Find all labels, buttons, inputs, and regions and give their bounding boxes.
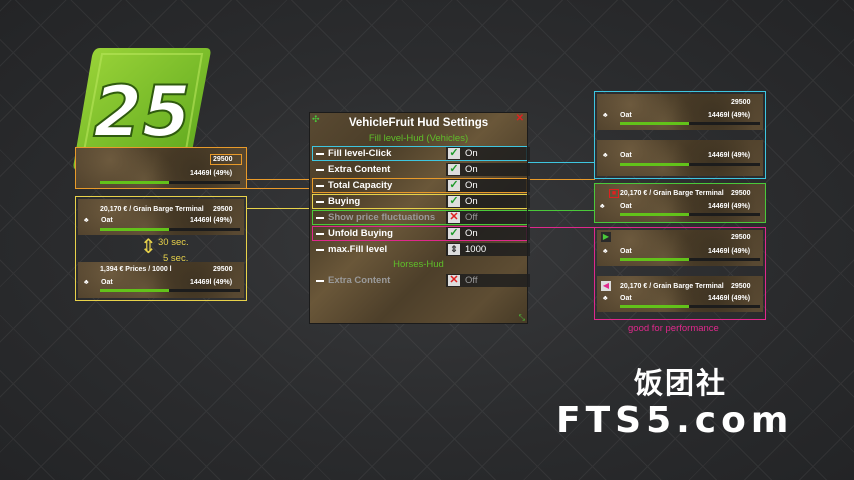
checkbox-unchecked-icon[interactable]: ✕ xyxy=(448,211,460,223)
resize-icon[interactable]: ⤡ xyxy=(518,313,525,322)
left-capacity: 29500 xyxy=(213,206,233,213)
corner-icon: ✣ xyxy=(312,114,320,124)
left-top-fillbar xyxy=(100,181,240,184)
right-crop-3: Oat xyxy=(620,203,632,210)
crop-icon: ♣ xyxy=(600,203,605,210)
right-fill-1: 14469l (49%) xyxy=(708,112,751,119)
timer-5: 5 sec. xyxy=(163,253,189,264)
setting-row[interactable]: Show price fluctuations ✕Off xyxy=(313,211,530,224)
right-crop-5: Oat xyxy=(620,295,632,302)
right-fill-3: 14469l (49%) xyxy=(708,203,751,210)
right-fill-2: 14469l (49%) xyxy=(708,152,751,159)
checkbox-unchecked-icon[interactable]: ✕ xyxy=(448,274,460,286)
setting-row[interactable]: Fill level-Click ✓On xyxy=(313,147,530,160)
setting-row[interactable]: Total Capacity ✓On xyxy=(313,179,530,192)
stepper-arrows-icon[interactable]: ⇕ xyxy=(448,244,460,255)
right-cyan-group xyxy=(594,91,766,179)
watermark-site: FTS5.com xyxy=(556,400,794,441)
left-fillbar-2 xyxy=(100,289,240,292)
connector-green xyxy=(526,210,594,211)
crop-icon: ♣ xyxy=(603,295,608,302)
right-crop-1: Oat xyxy=(620,112,632,119)
connector-yellow xyxy=(247,208,309,209)
crop-icon: ♣ xyxy=(603,248,608,255)
left-prices-line: 1,394 € Prices / 1000 l xyxy=(100,266,172,273)
left-capacity-box xyxy=(210,154,242,165)
crop-icon: ♣ xyxy=(603,152,608,159)
right-cap-5: 29500 xyxy=(731,283,751,290)
settings-panel: ✣ ✕ VehicleFruit Hud Settings Fill level… xyxy=(309,112,530,324)
expand-arrow-icon[interactable]: ▶ xyxy=(601,232,611,242)
right-hud-2 xyxy=(597,140,763,176)
timer-30: 30 sec. xyxy=(158,237,189,248)
setting-row[interactable]: Extra Content ✓On xyxy=(313,163,530,176)
right-fillbar-3 xyxy=(620,213,760,216)
left-top-fill: 14469l (49%) xyxy=(190,170,233,177)
right-crop-2: Oat xyxy=(620,152,632,159)
checkbox-checked-icon[interactable]: ✓ xyxy=(448,147,460,159)
left-top-capacity: 29500 xyxy=(213,156,233,163)
left-fill: 14469l (49%) xyxy=(190,217,233,224)
setting-row[interactable]: max.Fill level ⇕1000 xyxy=(313,243,530,256)
bell-icon[interactable]: ■ xyxy=(609,189,619,198)
right-crop-4: Oat xyxy=(620,248,632,255)
connector-cyan xyxy=(526,162,594,163)
checkbox-checked-icon[interactable]: ✓ xyxy=(448,195,460,207)
right-fill-4: 14469l (49%) xyxy=(708,248,751,255)
right-fill-5: 14469l (49%) xyxy=(708,295,751,302)
left-crop: Oat xyxy=(101,217,113,224)
watermark-cn: 饭团社 xyxy=(634,366,728,400)
swap-arrow-icon: ⇕ xyxy=(140,236,157,258)
checkbox-checked-icon[interactable]: ✓ xyxy=(448,163,460,175)
close-icon[interactable]: ✕ xyxy=(515,113,524,124)
left-capacity-2: 29500 xyxy=(213,266,233,273)
right-price-line: 20,170 € / Grain Barge Terminal xyxy=(620,190,724,197)
fs25-logo: 25 xyxy=(73,48,211,170)
right-price-line-5: 20,170 € / Grain Barge Terminal xyxy=(620,283,724,290)
left-crop-2: Oat xyxy=(101,279,113,286)
panel-title: VehicleFruit Hud Settings xyxy=(348,117,489,129)
right-fillbar-2 xyxy=(620,163,760,166)
right-fillbar-1 xyxy=(620,122,760,125)
left-hud-card-2 xyxy=(78,262,244,298)
connector-orange-2 xyxy=(247,188,309,189)
svg-text:25: 25 xyxy=(93,71,190,153)
right-magenta-group xyxy=(594,227,766,320)
right-cap-3: 29500 xyxy=(731,190,751,197)
section-horses: Horses-Hud xyxy=(393,259,444,270)
performance-note: good for performance xyxy=(628,323,719,334)
section-fill-level: Fill level-Hud (Vehicles) xyxy=(368,133,469,144)
setting-row[interactable]: Buying ✓On xyxy=(313,195,530,208)
left-fill-2: 14469l (49%) xyxy=(190,279,233,286)
left-hud-group xyxy=(75,196,247,301)
checkbox-checked-icon[interactable]: ✓ xyxy=(448,179,460,191)
collapse-arrow-icon[interactable]: ◀ xyxy=(601,281,611,291)
setting-row[interactable]: Extra Content ✕Off xyxy=(313,274,530,287)
crop-icon: ♣ xyxy=(84,217,89,224)
left-price-line: 20,170 € / Grain Barge Terminal xyxy=(100,206,204,213)
left-fillbar xyxy=(100,228,240,231)
right-cap-4: 29500 xyxy=(731,234,751,241)
crop-icon: ♣ xyxy=(84,279,89,286)
right-cap-1: 29500 xyxy=(731,99,751,106)
checkbox-checked-icon[interactable]: ✓ xyxy=(448,227,460,239)
right-fillbar-5 xyxy=(620,305,760,308)
setting-row[interactable]: Unfold Buying ✓On xyxy=(313,227,530,240)
crop-icon: ♣ xyxy=(603,112,608,119)
connector-magenta xyxy=(526,227,594,228)
right-fillbar-4 xyxy=(620,258,760,261)
